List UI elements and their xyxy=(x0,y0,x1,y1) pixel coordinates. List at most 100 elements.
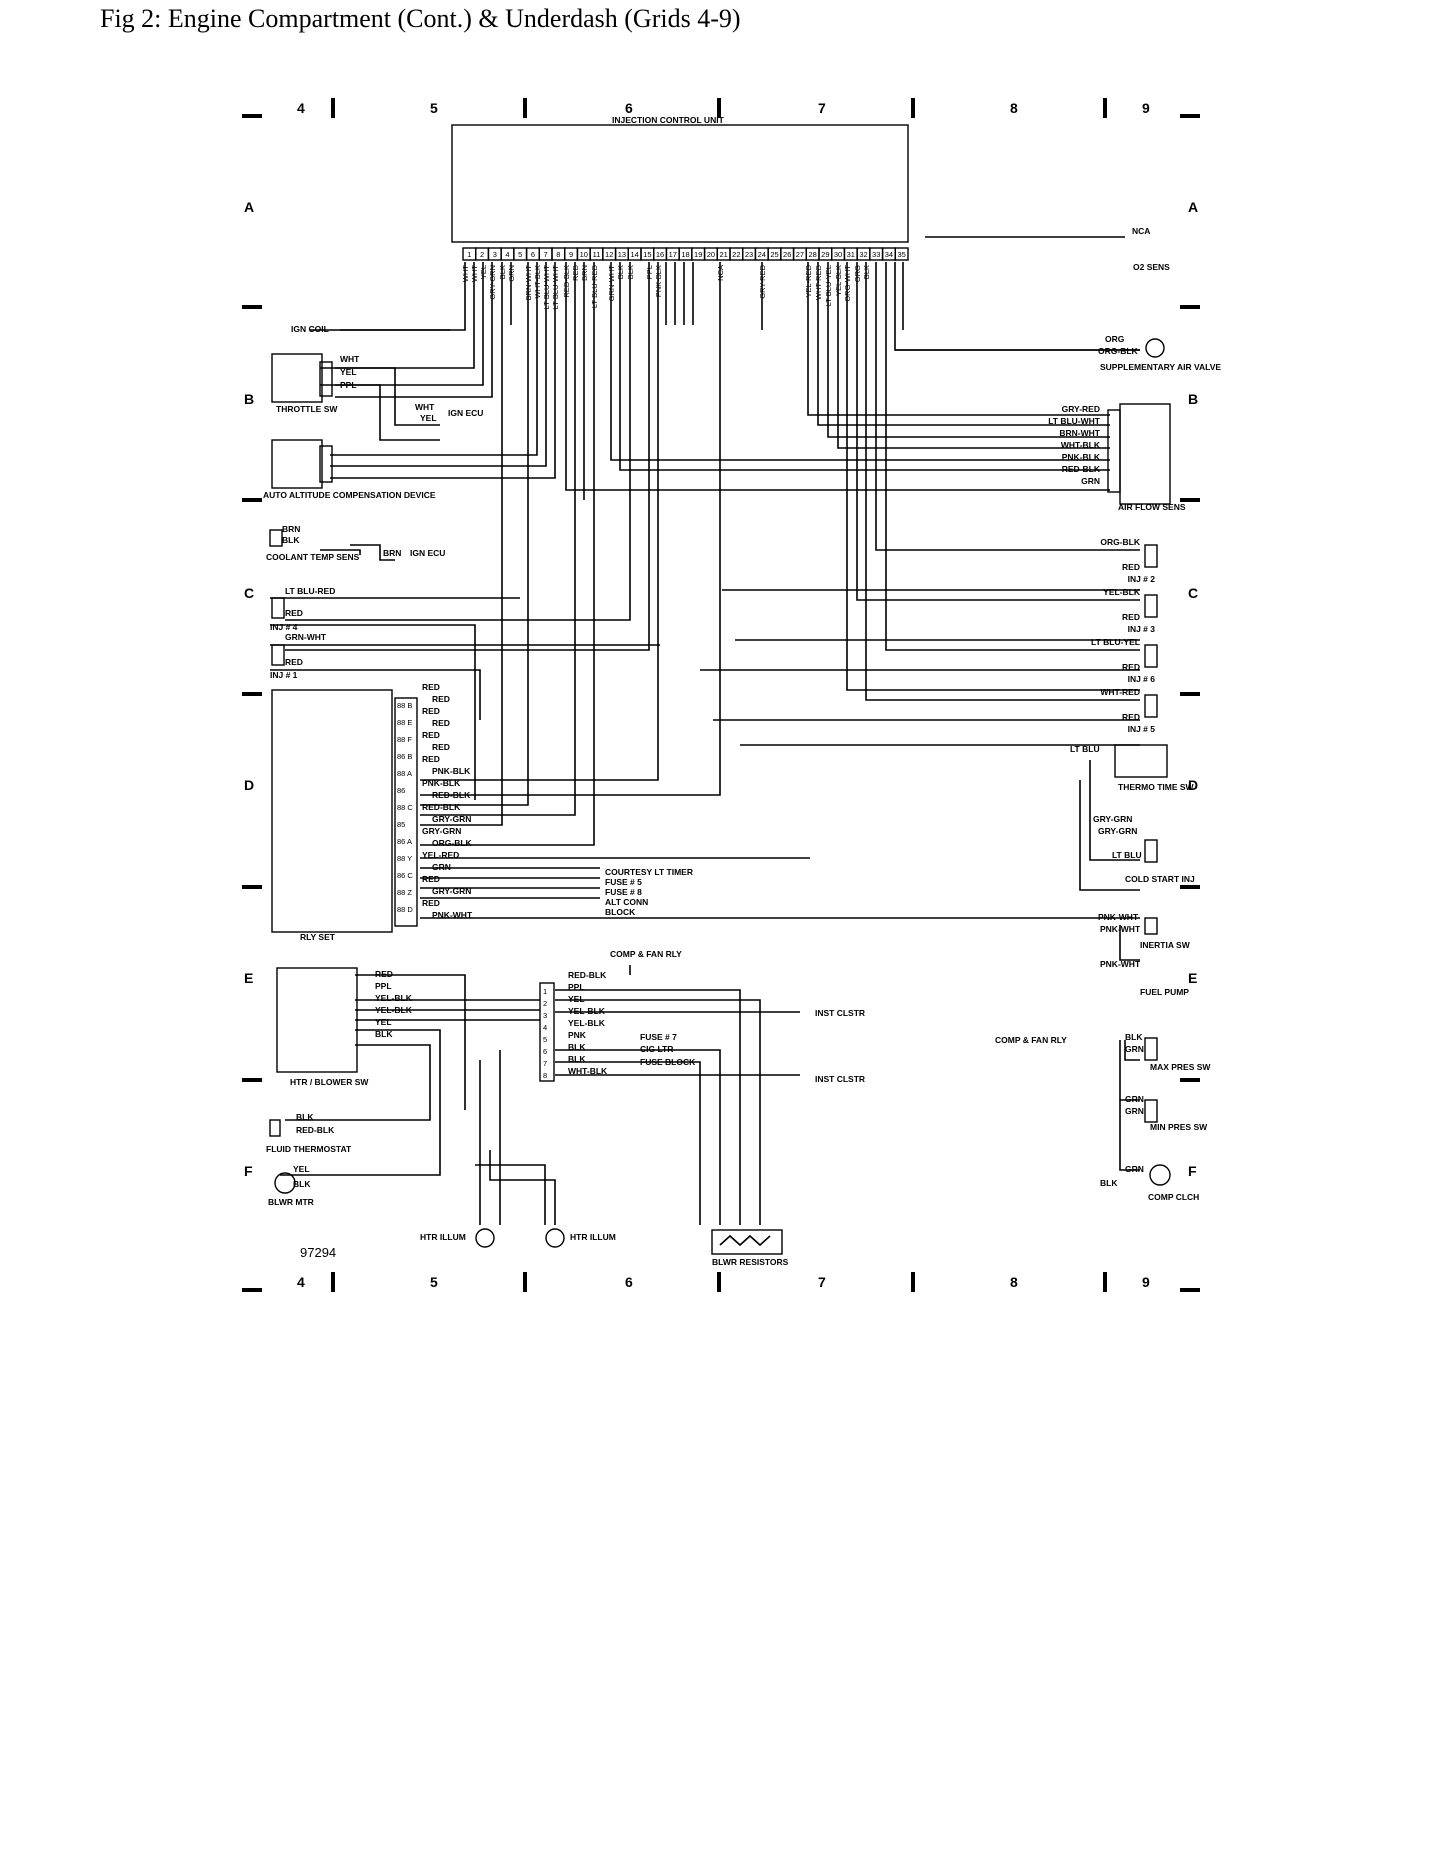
ign-ecu-mid-wire: BRN xyxy=(383,548,401,558)
grid-tick xyxy=(242,498,262,502)
rly-wire-label: RED xyxy=(422,730,440,740)
air-flow-wire-label: WHT-BLK xyxy=(1061,440,1101,450)
ecu-pin-number: 4 xyxy=(505,250,509,259)
inj1-label: INJ # 1 xyxy=(270,670,298,680)
ecu-pin-number: 30 xyxy=(834,250,842,259)
ecu-pin-number: 14 xyxy=(630,250,638,259)
cold-start-inj-label: COLD START INJ xyxy=(1125,874,1195,884)
ecu-pin-number: 32 xyxy=(859,250,867,259)
min-pres-wire-2: GRN xyxy=(1125,1106,1144,1116)
ecu-pin-number: 17 xyxy=(669,250,677,259)
connector-pin-number: 6 xyxy=(543,1047,547,1056)
connector-wire-label: PPL xyxy=(568,982,585,992)
throttle-wire-1: WHT xyxy=(340,354,360,364)
rly-terminal: 88 Z xyxy=(397,888,412,897)
air-flow-wire-label: GRY-RED xyxy=(1062,404,1100,414)
inj1-wire-1: GRN-WHT xyxy=(285,632,327,642)
rly-set-wire-labels: REDREDREDREDREDREDREDPNK-BLKPNK-BLKRED-B… xyxy=(422,682,473,920)
grid-tick xyxy=(1180,692,1200,696)
connector-pin-number: 1 xyxy=(543,987,547,996)
ecu-pin-number: 31 xyxy=(847,250,855,259)
inj1-wire-2: RED xyxy=(285,657,303,667)
coolant-temp-label: COOLANT TEMP SENS xyxy=(266,552,360,562)
air-flow-wire-label: LT BLU-WHT xyxy=(1048,416,1101,426)
inj-right-wire-label: RED xyxy=(1122,562,1140,572)
grid-column-label-bottom: 4 xyxy=(297,1274,305,1290)
grid-separator xyxy=(911,98,915,118)
htr-blower-label: HTR / BLOWER SW xyxy=(290,1077,369,1087)
ecu-pin-number: 28 xyxy=(808,250,816,259)
grid-row-label-right: D xyxy=(1188,777,1198,793)
ign-ecu-top-label: IGN ECU xyxy=(448,408,483,418)
connector-output-label: FUSE BLOCK xyxy=(640,1057,696,1067)
sav-wire-1: ORG xyxy=(1105,334,1125,344)
ecu-pin-number: 33 xyxy=(872,250,880,259)
grid-row-label-left: A xyxy=(244,199,254,215)
ecu-pin-number: 8 xyxy=(556,250,560,259)
o2-sens-label: O2 SENS xyxy=(1133,262,1170,272)
connector-wire-label: YEL xyxy=(568,994,585,1004)
grid-tick xyxy=(1180,114,1200,118)
ecu-title: INJECTION CONTROL UNIT xyxy=(612,115,725,125)
ecu-pin-number: 24 xyxy=(758,250,766,259)
connector-output-label: INST CLSTR xyxy=(815,1074,865,1084)
air-flow-wire-label: GRN xyxy=(1081,476,1100,486)
inj-right-wire-label: LT BLU-YEL xyxy=(1091,637,1140,647)
ecu-pin-number: 27 xyxy=(796,250,804,259)
grid-row-label-left: E xyxy=(244,970,253,986)
comp-clch-wire-1: GRN xyxy=(1125,1164,1144,1174)
grid-tick xyxy=(242,114,262,118)
rly-output-label: FUSE # 8 xyxy=(605,887,642,897)
grid-column-label-top: 5 xyxy=(430,100,438,116)
grid-row-label-right: B xyxy=(1188,391,1198,407)
rly-terminal: 88 Y xyxy=(397,854,412,863)
max-pres-wire-2: GRN xyxy=(1125,1044,1144,1054)
grid-row-label-left: F xyxy=(244,1163,253,1179)
rly-wire-label: RED xyxy=(422,682,440,692)
rly-terminal: 88 B xyxy=(397,701,412,710)
grid-tick xyxy=(242,692,262,696)
ecu-pin-number: 15 xyxy=(643,250,651,259)
supplementary-air-valve-body xyxy=(1145,338,1165,358)
rly-terminal: 88 A xyxy=(397,769,412,778)
grid-separator xyxy=(331,1272,335,1292)
o2-wire: NCA xyxy=(1132,226,1150,236)
connector-pin-number: 7 xyxy=(543,1059,547,1068)
rly-wire-label: YEL-RED xyxy=(422,850,459,860)
connector-output-label: FUSE # 7 xyxy=(640,1032,677,1042)
throttle-wire-3: PPL xyxy=(340,380,357,390)
csi-wire-2: GRY-GRN xyxy=(1098,826,1137,836)
htr-illum-right-label: HTR ILLUM xyxy=(570,1232,616,1242)
grid-column-label-bottom: 8 xyxy=(1010,1274,1018,1290)
auto-altitude-body xyxy=(271,439,323,489)
inj-right-wire-label: RED xyxy=(1122,712,1140,722)
htr-illum-left-bulb xyxy=(475,1228,495,1248)
grid-separator xyxy=(717,1272,721,1292)
rly-terminal: 86 B xyxy=(397,752,412,761)
htr-blower-wire-label: YEL xyxy=(375,1017,392,1027)
ign-ecu-mid-label: IGN ECU xyxy=(410,548,445,558)
ecu-pin-number: 9 xyxy=(569,250,573,259)
ecu-pin-number: 35 xyxy=(897,250,905,259)
grid-separator xyxy=(911,1272,915,1292)
ecu-pin xyxy=(894,247,909,261)
grid-row-label-right: A xyxy=(1188,199,1198,215)
rly-wire-label: RED xyxy=(422,874,440,884)
connector-pin-number: 3 xyxy=(543,1011,547,1020)
air-flow-wire-label: RED-BLK xyxy=(1062,464,1101,474)
htr-blower-wire-label: BLK xyxy=(375,1029,393,1039)
htr-illum-left-label: HTR ILLUM xyxy=(420,1232,466,1242)
connector-output-label: CIG LTR xyxy=(640,1044,673,1054)
rly-set-label: RLY SET xyxy=(300,932,336,942)
connector-body xyxy=(539,982,555,1082)
ecu-pin-number: 2 xyxy=(480,250,484,259)
inj-right-label: INJ # 6 xyxy=(1128,674,1156,684)
rly-output-label: ALT CONN xyxy=(605,897,648,907)
inj4-wire-1: LT BLU-RED xyxy=(285,586,335,596)
air-flow-wire-label: PNK-BLK xyxy=(1062,452,1101,462)
